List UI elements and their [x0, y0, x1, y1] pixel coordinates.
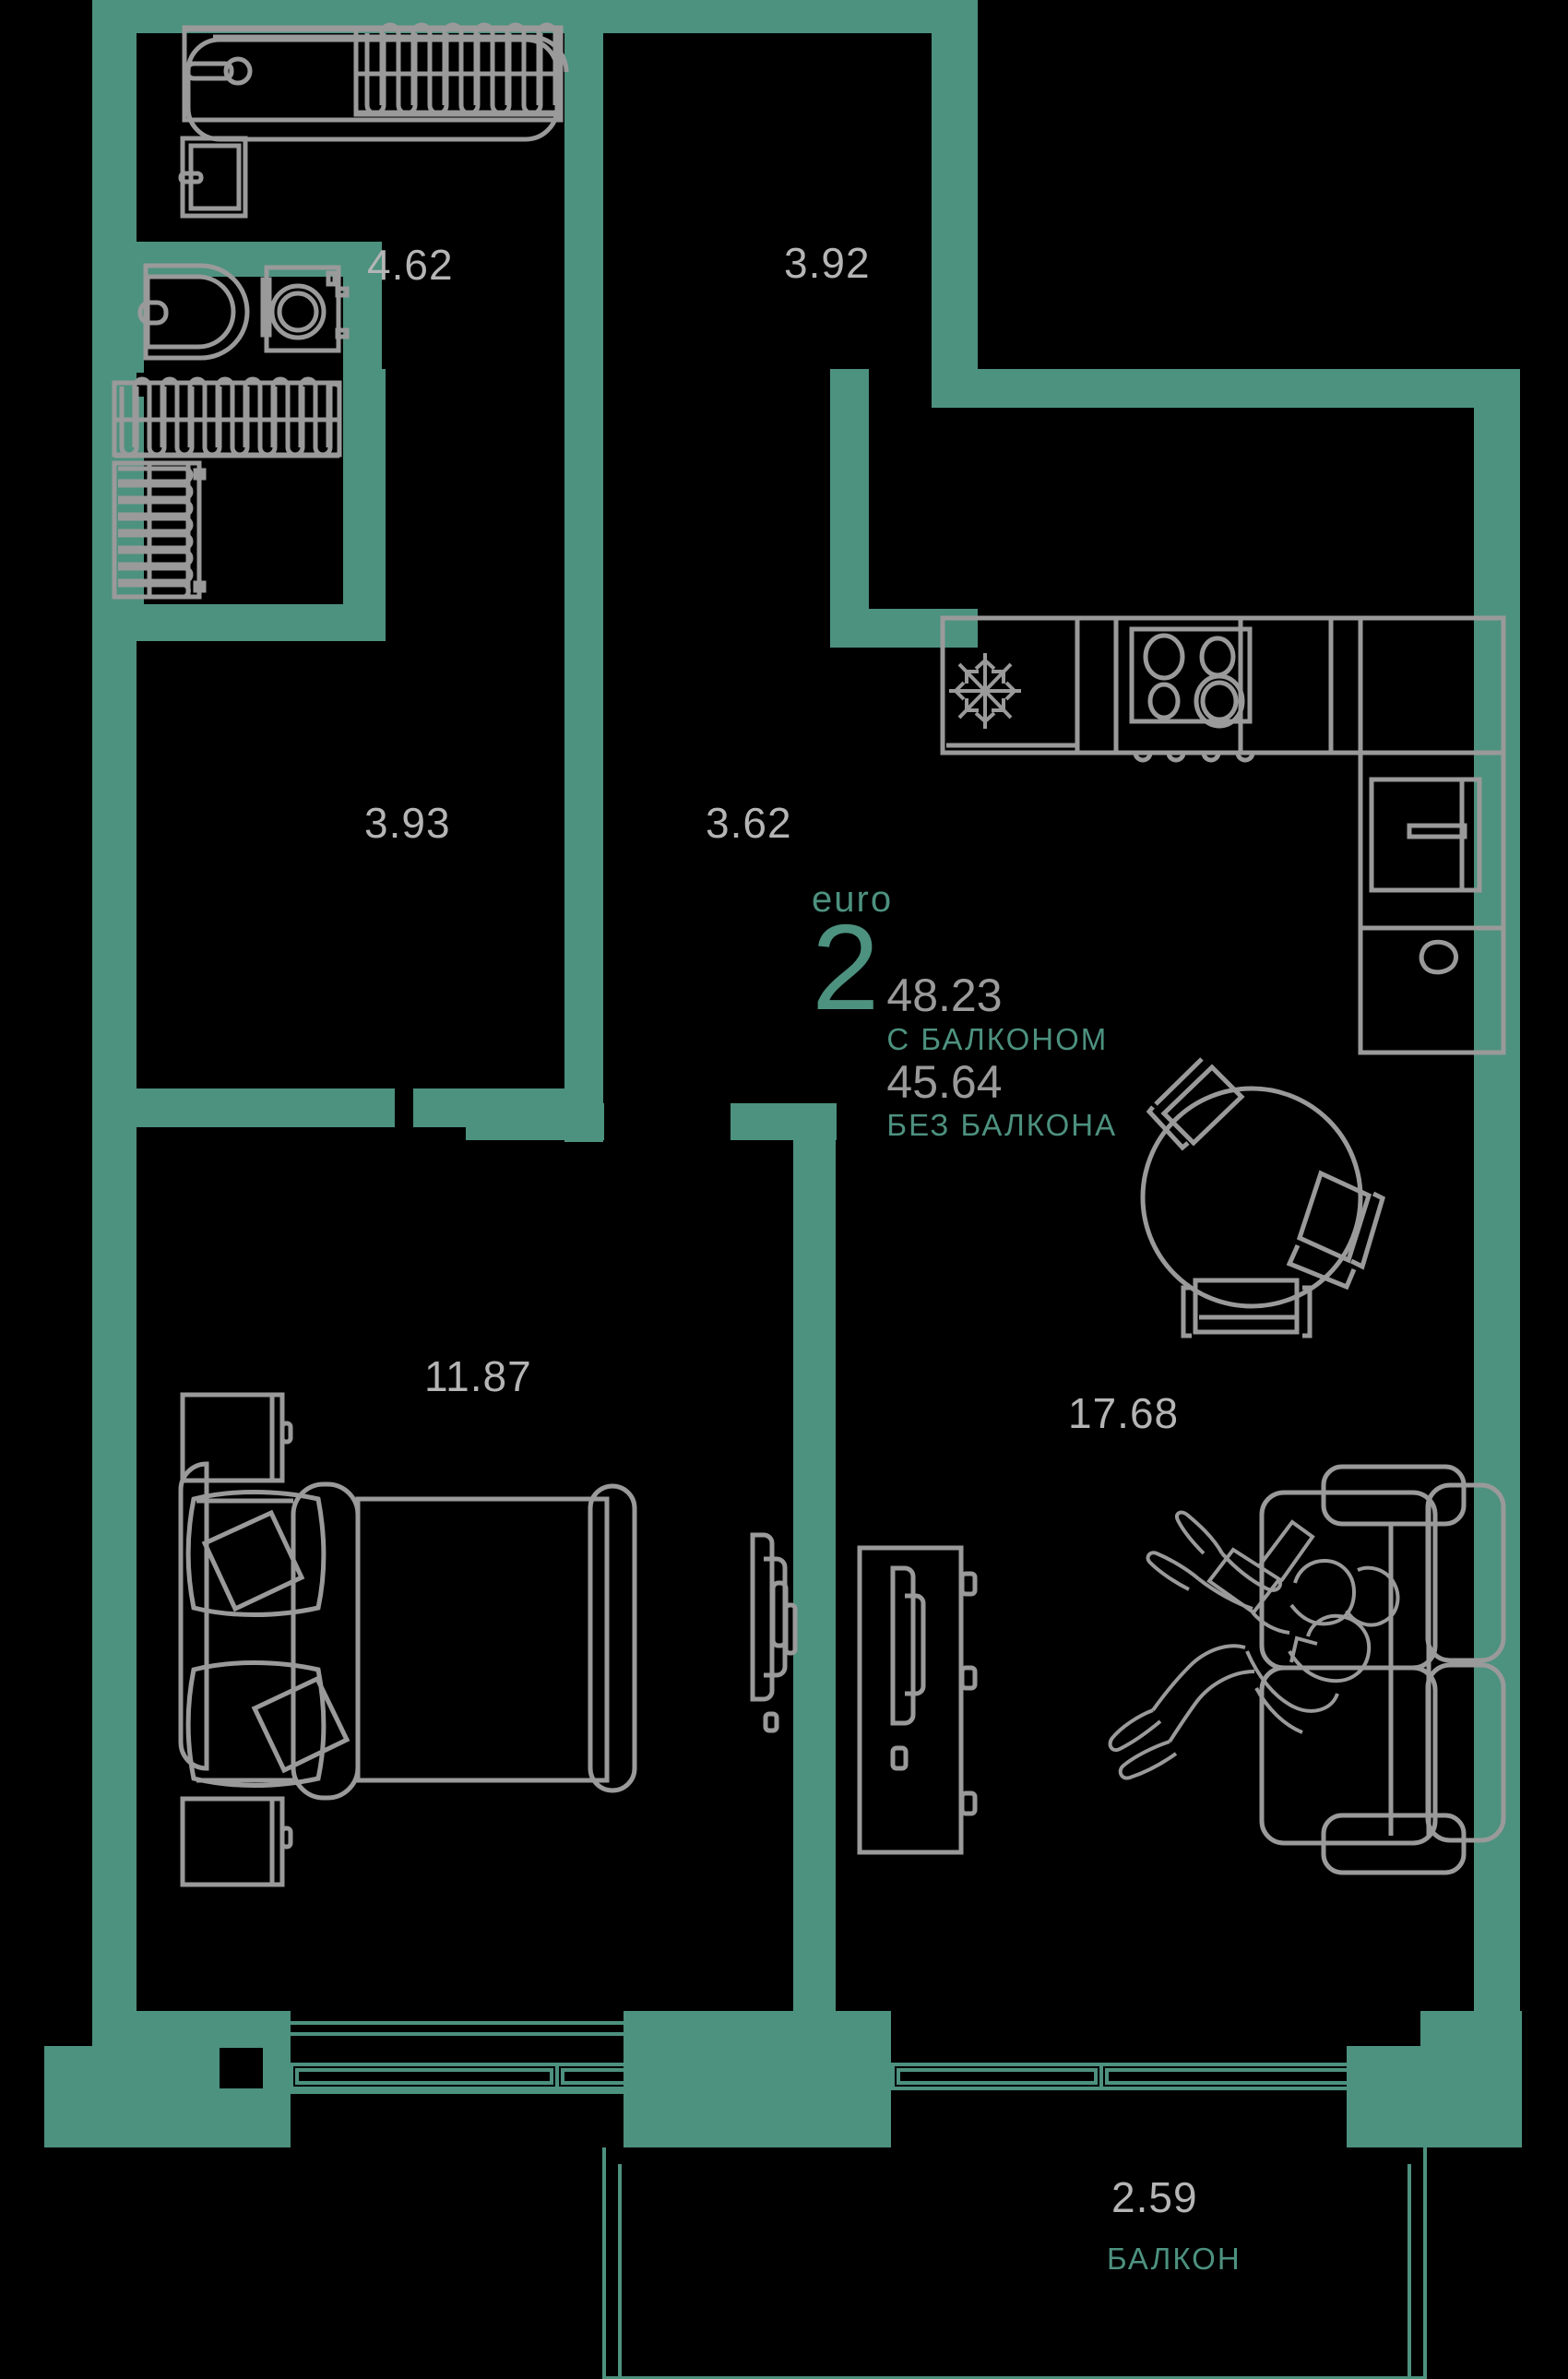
window-living — [891, 2063, 1419, 2090]
cooktop-icon — [1129, 626, 1253, 729]
room-count: 2 — [812, 899, 880, 1035]
euro-label: euro — [812, 879, 894, 920]
room-area-wardrobe: 3.93 — [364, 799, 451, 847]
bathtub-icon — [182, 25, 564, 142]
nightstand-bottom — [180, 1796, 293, 1887]
washing-machine-icon — [260, 265, 350, 353]
wardrobe-room-fixtures — [112, 376, 342, 600]
area-without-balcony-caption: БЕЗ БАЛКОНА — [886, 1108, 1118, 1143]
windows — [286, 2021, 1419, 2094]
bed — [178, 1461, 637, 1801]
area-with-balcony-caption: С БАЛКОНОМ — [886, 1021, 1109, 1056]
cooktop-knobs — [1133, 752, 1255, 763]
balcony-outline — [602, 2147, 1427, 2379]
toilet-icon — [137, 263, 250, 361]
closet-vertical — [112, 460, 207, 600]
sofa — [1259, 1464, 1506, 1875]
hanging-clothes — [364, 22, 558, 116]
dining-table — [1140, 1086, 1363, 1309]
hanging-clothes-2 — [119, 376, 342, 458]
sofa-group — [1108, 1464, 1506, 1875]
room-area-corridor: 3.62 — [706, 799, 792, 847]
sink-icon — [178, 136, 248, 219]
apartment-summary-badge: euro 2 48.23 С БАЛКОНОМ 45.64 БЕЗ БАЛКОН… — [812, 881, 1117, 1145]
refrigerator-icon — [949, 653, 1021, 729]
dining-chair-bottom — [1181, 1278, 1313, 1338]
tv-cabinet-bedroom — [750, 1532, 798, 1733]
area-with-balcony: 48.23 — [886, 969, 1003, 1021]
room-area-balcony: 2.59 — [1111, 2173, 1198, 2221]
tv-cabinet-living — [857, 1545, 978, 1855]
room-area-bedroom: 11.87 — [424, 1352, 532, 1400]
dining-chair-right — [1286, 1170, 1385, 1291]
hall-wardrobe — [353, 22, 562, 117]
kitchen-fixtures — [940, 615, 1506, 1055]
dining-chair-top-left — [1146, 1057, 1245, 1151]
nightstand-top — [180, 1392, 293, 1483]
room-area-bathroom: 4.62 — [367, 241, 454, 289]
room-caption-balcony: БАЛКОН — [1107, 2242, 1241, 2276]
dining-set — [1140, 1057, 1385, 1338]
window-bedroom — [286, 2021, 716, 2094]
bedroom-furniture — [178, 1392, 798, 1887]
walls — [44, 0, 1522, 2147]
area-without-balcony: 45.64 — [886, 1055, 1003, 1108]
seated-people — [1108, 1510, 1400, 1780]
room-area-living-kitchen: 17.68 — [1068, 1389, 1180, 1437]
room-area-hall-upper: 3.92 — [784, 239, 871, 287]
